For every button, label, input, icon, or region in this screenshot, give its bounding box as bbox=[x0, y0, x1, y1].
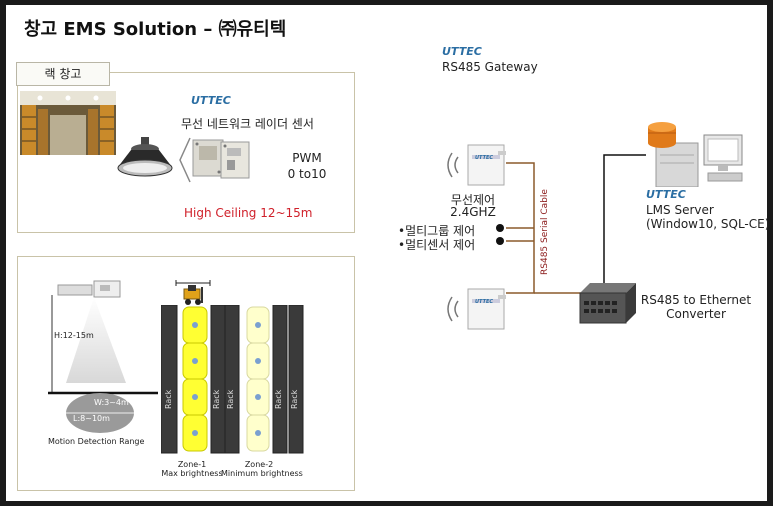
pwm-label: PWM bbox=[292, 151, 322, 165]
length-label: L:8~10m bbox=[73, 414, 110, 423]
rack-layout bbox=[161, 305, 304, 454]
sensor-label: 무선 네트워크 레이더 센서 bbox=[181, 117, 314, 131]
wireless-gateway-1 bbox=[447, 144, 506, 186]
converter-label-1: RS485 to Ethernet bbox=[640, 293, 752, 307]
converter-label-2: Converter bbox=[666, 307, 726, 321]
zone2-desc: Minimum brightness bbox=[221, 469, 303, 478]
zone1-name: Zone-1 bbox=[177, 460, 207, 469]
slide: 창고 EMS Solution – ㈜유티텍 랙 창고 UTTEC 무선 네트워… bbox=[6, 5, 770, 501]
zone1-desc: Max brightness bbox=[161, 469, 223, 478]
zone2-name: Zone-2 bbox=[244, 460, 274, 469]
server-label: LMS Server bbox=[646, 203, 714, 217]
wireless-control-label: 무선제어 bbox=[450, 193, 496, 207]
detection-cone bbox=[48, 295, 158, 433]
brand-logo: UTTEC bbox=[191, 94, 231, 107]
detection-range-label: Motion Detection Range bbox=[48, 437, 145, 446]
sensor-bracket bbox=[179, 137, 191, 183]
cable-label: RS485 Serial Cable bbox=[540, 189, 550, 275]
server-brand: UTTEC bbox=[646, 188, 686, 201]
radar-sensor-board bbox=[192, 139, 250, 179]
frequency-label: 2.4GHZ bbox=[450, 205, 496, 219]
warehouse-panel-label: 랙 창고 bbox=[16, 62, 110, 86]
ceiling-sensor bbox=[57, 280, 121, 298]
height-label: H:12-15m bbox=[54, 331, 94, 340]
multi-group-label: •멀티그룹 제어 bbox=[398, 224, 476, 238]
page-title: 창고 EMS Solution – ㈜유티텍 bbox=[24, 19, 287, 40]
connection-lines bbox=[496, 154, 646, 294]
lms-server-icon bbox=[648, 122, 743, 187]
high-bay-lamp bbox=[117, 137, 173, 177]
gateway-label: RS485 Gateway bbox=[442, 60, 538, 74]
forklift-icon bbox=[175, 280, 211, 305]
server-spec: (Window10, SQL-CE) bbox=[646, 217, 770, 231]
rs485-converter-icon bbox=[579, 283, 636, 324]
device-brand-2: UTTEC bbox=[475, 299, 494, 305]
wireless-gateway-2 bbox=[447, 288, 506, 330]
width-label: W:3~4m bbox=[94, 398, 129, 407]
pwm-range: 0 to10 bbox=[287, 167, 327, 181]
gateway-brand: UTTEC bbox=[442, 45, 482, 58]
multi-sensor-label: •멀티센서 제어 bbox=[398, 238, 476, 252]
warehouse-photo bbox=[20, 91, 116, 155]
device-brand-1: UTTEC bbox=[475, 155, 494, 161]
ceiling-height: High Ceiling 12~15m bbox=[184, 206, 313, 220]
